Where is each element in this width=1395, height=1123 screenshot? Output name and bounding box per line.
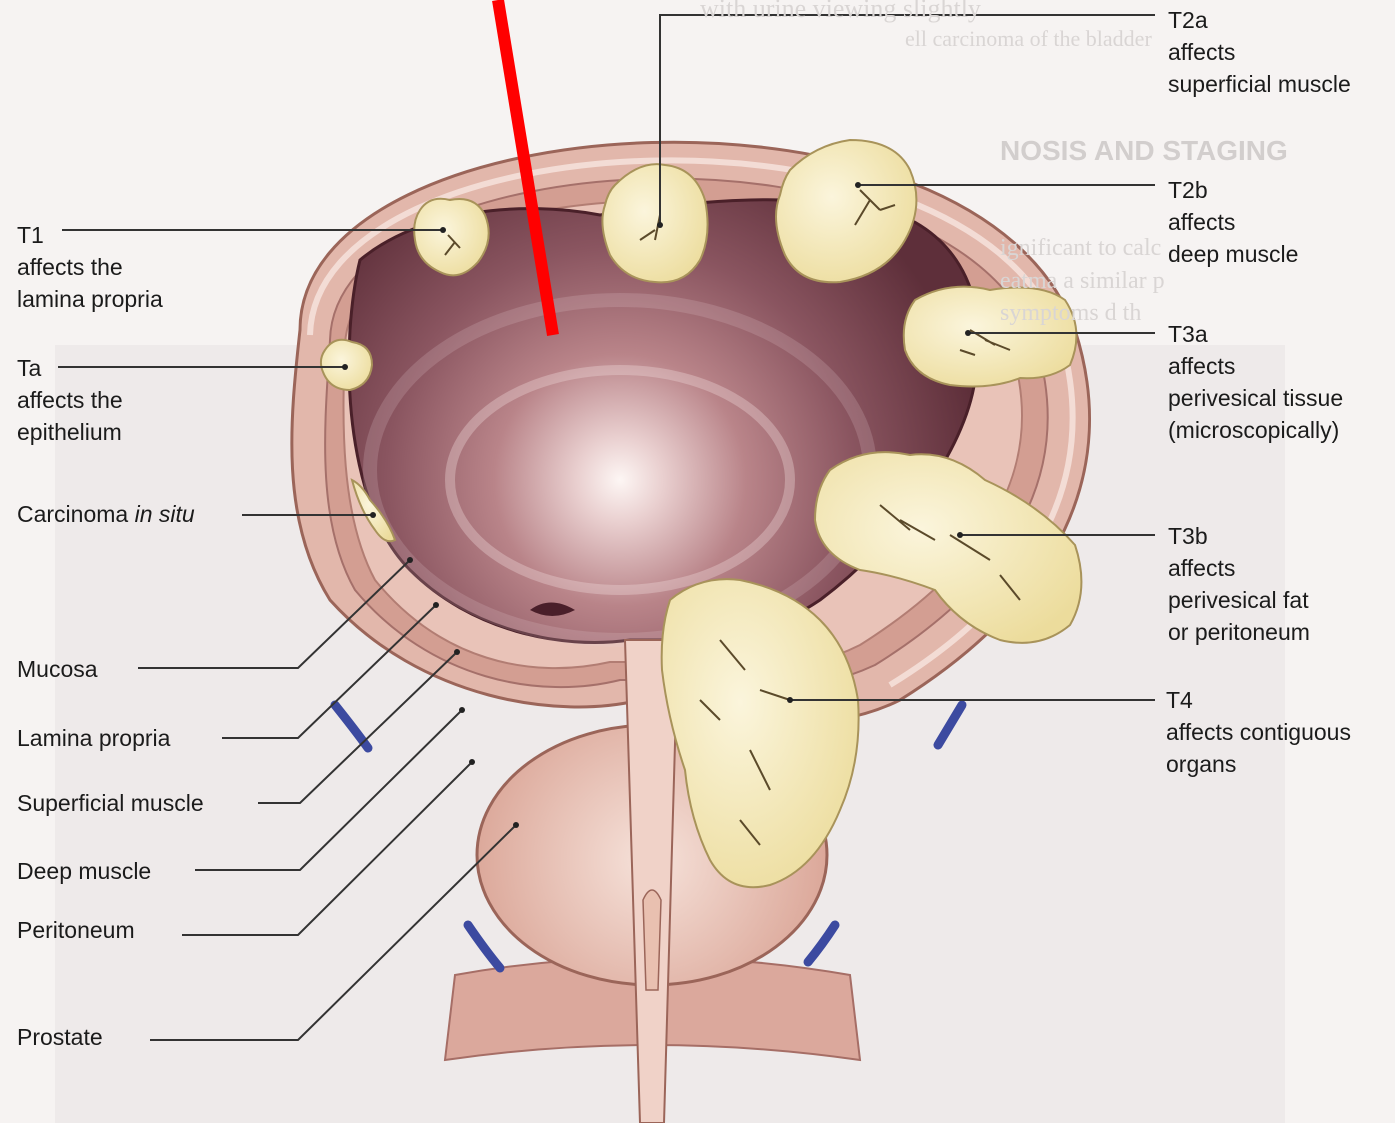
label-t4-line: affects contiguous (1166, 716, 1351, 748)
label-peritoneum: Peritoneum (17, 914, 135, 946)
label-t2b-line: deep muscle (1168, 238, 1298, 270)
label-t4: T4 affects contiguous organs (1166, 684, 1351, 780)
label-ta-line: Ta (17, 352, 123, 384)
label-t2b-line: affects (1168, 206, 1298, 238)
label-t3a: T3a affects perivesical tissue (microsco… (1168, 318, 1343, 446)
bg-text-5: symptoms d th (1000, 300, 1141, 327)
label-cis-text: Carcinoma (17, 501, 135, 527)
label-t2b-line: T2b (1168, 174, 1298, 206)
label-t4-line: T4 (1166, 684, 1351, 716)
label-t3b-line: affects (1168, 552, 1310, 584)
label-prostate: Prostate (17, 1021, 103, 1053)
label-deep-muscle: Deep muscle (17, 855, 151, 887)
label-cis-italic: in situ (135, 501, 195, 527)
label-mucosa: Mucosa (17, 653, 98, 685)
label-t2a-line: affects (1168, 36, 1351, 68)
label-t1-line: affects the (17, 251, 163, 283)
label-t2a-line: superficial muscle (1168, 68, 1351, 100)
label-t3a-line: affects (1168, 350, 1343, 382)
label-superficial-muscle: Superficial muscle (17, 787, 204, 819)
label-carcinoma-in-situ: Carcinoma in situ (17, 498, 195, 530)
label-t3a-line: perivesical tissue (1168, 382, 1343, 414)
bg-text-4: eatma a similar p (1000, 268, 1165, 295)
bg-text-2: ell carcinoma of the bladder (905, 26, 1152, 52)
label-t3b-line: or peritoneum (1168, 616, 1310, 648)
label-ta-line: epithelium (17, 416, 123, 448)
label-t1: T1 affects the lamina propria (17, 219, 163, 315)
label-lamina-propria: Lamina propria (17, 722, 170, 754)
bg-text-1: with urine viewing slightly (700, 0, 981, 24)
bg-heading: NOSIS AND STAGING (1000, 135, 1288, 167)
label-t3a-line: (microscopically) (1168, 414, 1343, 446)
label-t1-line: lamina propria (17, 283, 163, 315)
label-ta: Ta affects the epithelium (17, 352, 123, 448)
label-t2b: T2b affects deep muscle (1168, 174, 1298, 270)
label-t2a-line: T2a (1168, 4, 1351, 36)
tumor-t2a (602, 164, 707, 282)
label-t3a-line: T3a (1168, 318, 1343, 350)
label-t3b: T3b affects perivesical fat or peritoneu… (1168, 520, 1310, 648)
label-t3b-line: perivesical fat (1168, 584, 1310, 616)
verumontanum (643, 890, 661, 990)
label-t4-line: organs (1166, 748, 1351, 780)
bg-text-3: ignificant to calc (1000, 235, 1161, 262)
label-t1-line: T1 (17, 219, 163, 251)
label-ta-line: affects the (17, 384, 123, 416)
label-t3b-line: T3b (1168, 520, 1310, 552)
label-t2a: T2a affects superficial muscle (1168, 4, 1351, 100)
